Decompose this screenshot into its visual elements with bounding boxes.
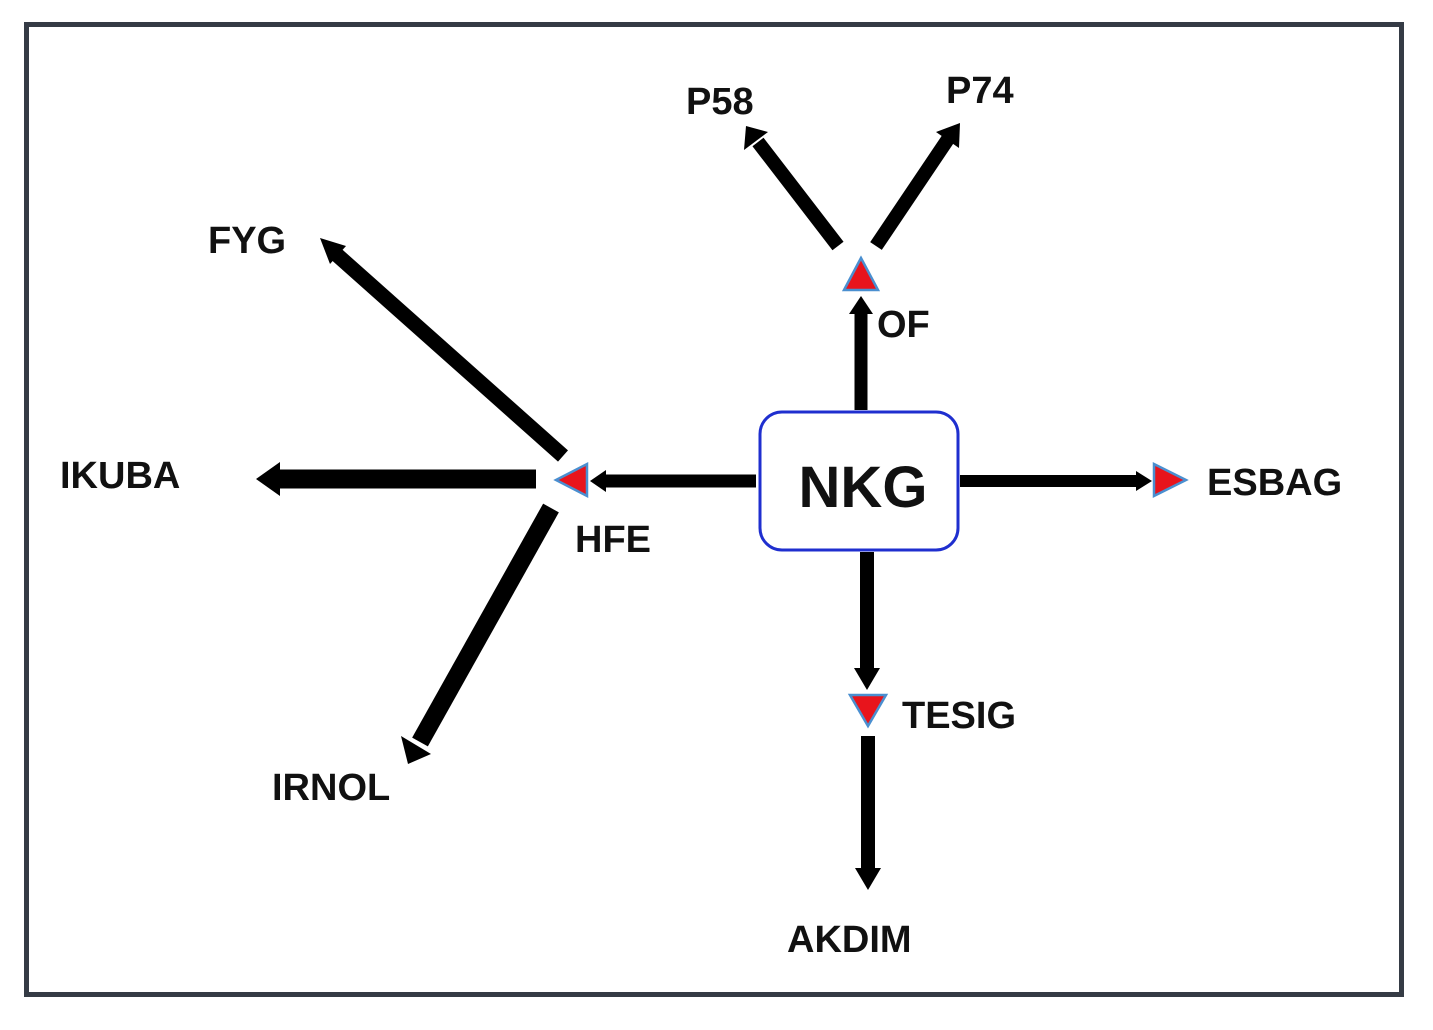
marker-esbag	[1152, 461, 1189, 499]
arrow-hfe-to-irnol	[401, 503, 559, 764]
label-fyg: FYG	[208, 220, 286, 262]
arrow-hfe-to-fyg	[320, 238, 568, 462]
label-esbag: ESBAG	[1207, 462, 1342, 504]
label-p58: P58	[686, 81, 754, 123]
diagram-frame	[24, 22, 1404, 997]
arrow-hfe-to-ikuba	[256, 462, 536, 496]
arrow-of-to-p74	[870, 123, 960, 250]
arrow-tesig-to-akdim	[855, 736, 881, 890]
marker-hfe	[553, 461, 589, 499]
label-ikuba: IKUBA	[60, 455, 180, 497]
label-akdim: AKDIM	[787, 919, 912, 961]
arrow-of-to-p58	[744, 126, 844, 251]
arrow-nkg-to-of	[849, 296, 873, 410]
label-tesig: TESIG	[902, 695, 1016, 737]
arrow-nkg-to-esbag	[960, 471, 1152, 491]
arrow-nkg-to-tesig	[854, 552, 880, 690]
label-of: OF	[877, 304, 930, 346]
marker-of	[841, 255, 881, 292]
label-irnol: IRNOL	[272, 767, 390, 809]
arrow-nkg-to-hfe	[590, 470, 756, 492]
label-hfe: HFE	[575, 519, 651, 561]
center-node-label: NKG	[799, 455, 928, 520]
label-p74: P74	[946, 70, 1014, 112]
center-node-box	[758, 410, 960, 552]
marker-tesig	[847, 693, 889, 729]
